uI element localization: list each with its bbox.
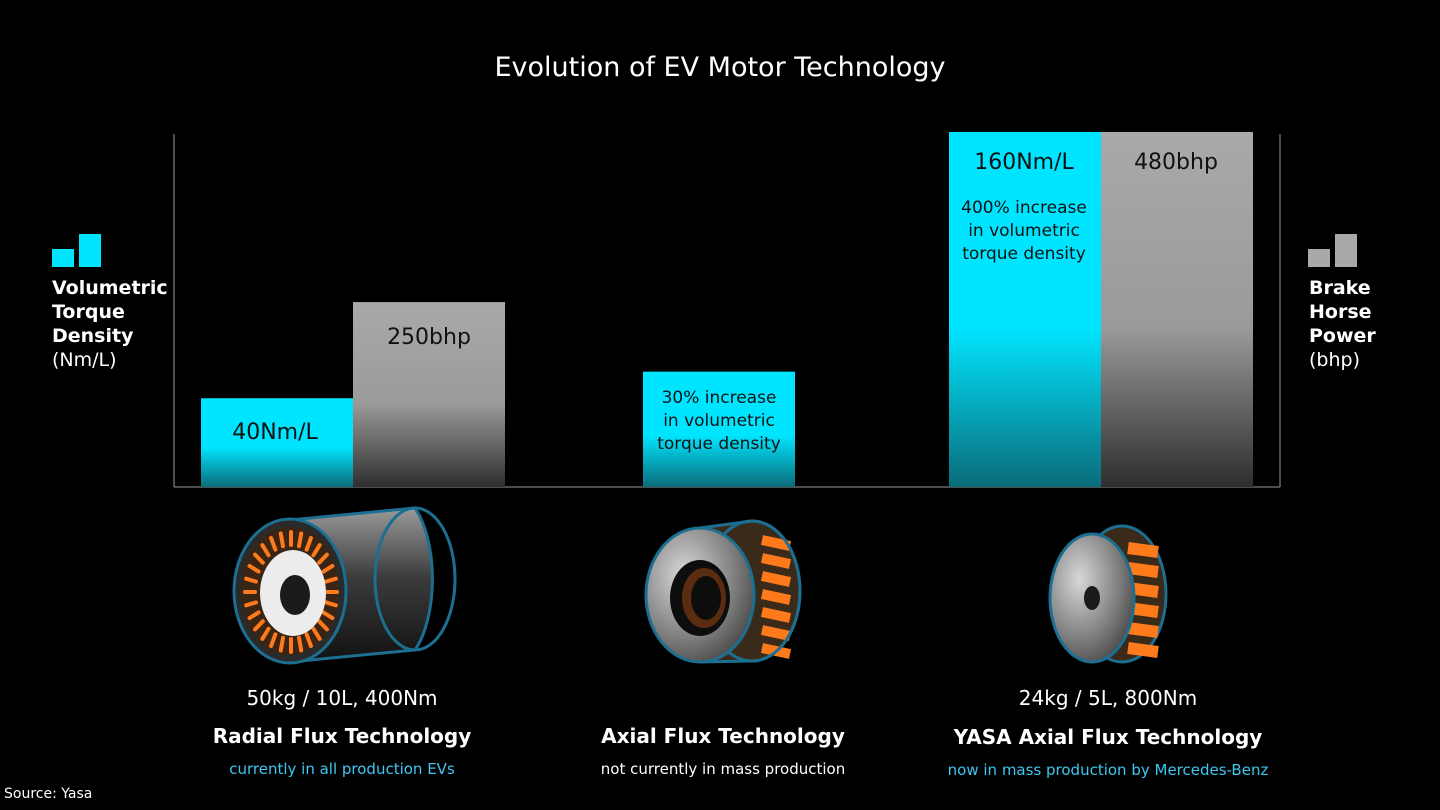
yasa-note-line2: in volumetric — [968, 221, 1080, 241]
axial-increase-note: 30% increase in volumetric torque densit… — [643, 387, 795, 456]
bar-torque-radial — [201, 398, 353, 487]
source-credit: Source: Yasa — [4, 786, 93, 802]
axial-flux-motor-icon — [644, 519, 802, 664]
bhp-legend-line2: Horse — [1309, 301, 1372, 323]
axial-note-line1: 30% increase — [661, 388, 777, 408]
bhp-legend: Brake Horse Power (bhp) — [1309, 276, 1376, 372]
torque-legend-line2: Torque — [52, 301, 125, 323]
bar-label-bhp-yasa: 480bhp — [1134, 150, 1218, 175]
bar-label-bhp-radial: 250bhp — [387, 325, 471, 350]
radial-tech-status: currently in all production EVs — [229, 760, 455, 778]
axial-tech-status: not currently in mass production — [600, 760, 846, 778]
axial-note-line3: torque density — [657, 434, 781, 454]
yasa-increase-note: 400% increase in volumetric torque densi… — [948, 197, 1100, 266]
torque-legend-unit: (Nm/L) — [52, 349, 117, 371]
bar-bhp-yasa — [1101, 132, 1253, 487]
radial-spec: 50kg / 10L, 400Nm — [246, 686, 438, 710]
yasa-tech-name: YASA Axial Flux Technology — [953, 725, 1263, 749]
yasa-motor-icon — [1048, 524, 1168, 664]
yasa-spec: 24kg / 5L, 800Nm — [1018, 686, 1198, 710]
yasa-note-line1: 400% increase — [961, 198, 1087, 218]
torque-legend: Volumetric Torque Density (Nm/L) — [52, 276, 168, 372]
bhp-legend-unit: (bhp) — [1309, 349, 1360, 371]
radial-tech-name: Radial Flux Technology — [212, 724, 472, 748]
torque-legend-line3: Density — [52, 325, 134, 347]
radial-flux-motor-icon — [232, 506, 457, 665]
bar-bhp-radial — [353, 302, 505, 487]
axial-note-line2: in volumetric — [663, 411, 775, 431]
bar-torque-yasa — [949, 132, 1101, 487]
bar-torque-axial — [643, 371, 795, 487]
bar-label-torque-radial: 40Nm/L — [232, 420, 318, 445]
bhp-legend-icon — [1308, 234, 1357, 267]
bar-label-torque-yasa: 160Nm/L — [974, 150, 1074, 175]
yasa-tech-status: now in mass production by Mercedes-Benz — [947, 761, 1269, 779]
yasa-note-line3: torque density — [962, 244, 1086, 264]
bhp-legend-line3: Power — [1309, 325, 1376, 347]
torque-legend-icon — [52, 234, 101, 267]
torque-legend-line1: Volumetric — [52, 277, 168, 299]
bhp-legend-line1: Brake — [1309, 277, 1371, 299]
axial-tech-name: Axial Flux Technology — [601, 724, 845, 748]
chart-title: Evolution of EV Motor Technology — [494, 52, 946, 83]
